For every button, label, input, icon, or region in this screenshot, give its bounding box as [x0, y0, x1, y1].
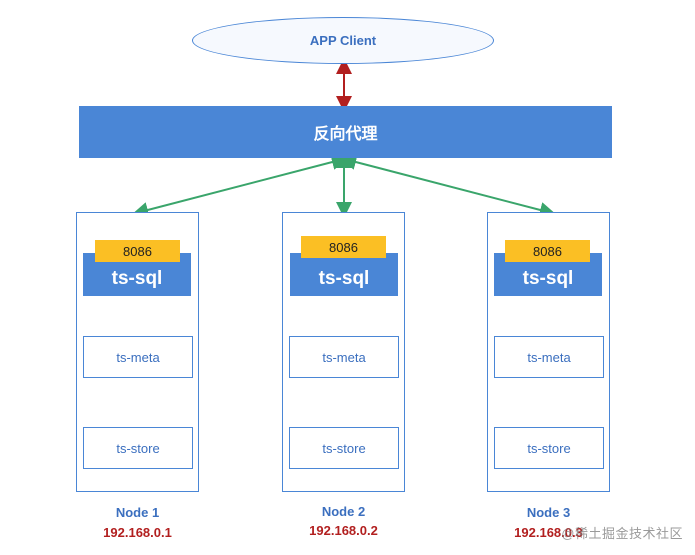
node-2-ip: 192.168.0.2	[309, 523, 378, 538]
node-1-name: Node 1	[115, 505, 160, 520]
node-1-ts-store: ts-store	[83, 427, 193, 469]
watermark: @稀土掘金技术社区	[561, 526, 683, 541]
node-2-ts-store: ts-store	[289, 427, 399, 469]
proxy-node1-arrow	[132, 154, 348, 218]
reverse-proxy-label: 反向代理	[313, 126, 378, 143]
node-3-ip: 192.168.0.3	[514, 525, 583, 540]
node-3-ts-meta: ts-meta	[494, 336, 604, 378]
node-2-ts-meta: ts-meta	[289, 336, 399, 378]
node-1-ip: 192.168.0.1	[103, 525, 172, 540]
node-3-ts-store: ts-store	[494, 427, 604, 469]
node-2-name: Node 2	[321, 504, 366, 519]
node-3-name: Node 3	[526, 505, 571, 520]
reverse-proxy: 反向代理	[79, 106, 612, 158]
proxy-node3-arrow	[340, 154, 556, 218]
node-1-ts-meta: ts-meta	[83, 336, 193, 378]
app-client-label: APP Client	[309, 33, 377, 48]
node-3-port: 8086	[505, 240, 590, 262]
app-client: APP Client	[192, 17, 494, 64]
node-2-port: 8086	[301, 236, 386, 258]
node-2-ts-sql: ts-sql	[290, 253, 398, 296]
node-1-port: 8086	[95, 240, 180, 262]
